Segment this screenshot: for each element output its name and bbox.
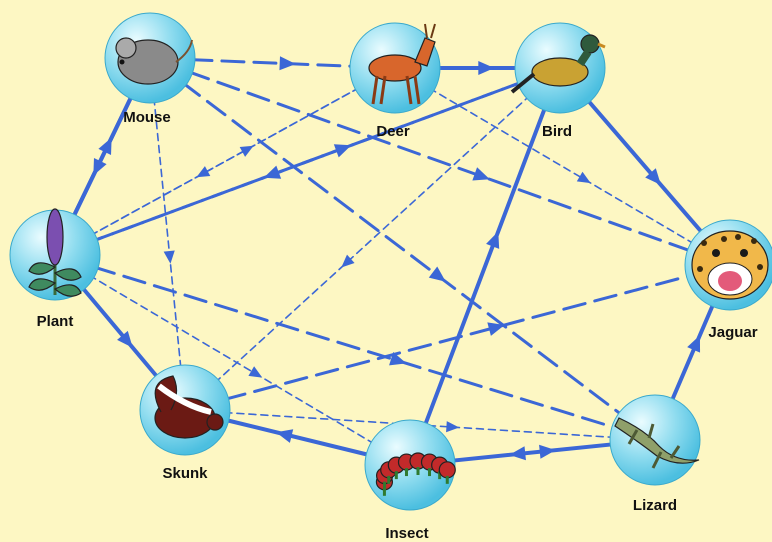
arrowhead <box>472 167 489 180</box>
arrowhead <box>248 366 262 377</box>
arrowhead <box>486 231 499 248</box>
edge-plant-to-skunk <box>81 286 160 380</box>
node-insect: Insect <box>365 420 455 542</box>
edge-mouse-to-skunk <box>154 98 181 370</box>
arrowhead <box>196 166 210 177</box>
node-skunk: Skunk <box>140 365 230 482</box>
arrowhead <box>478 61 494 75</box>
edge-bird-to-jaguar <box>586 98 704 234</box>
node-label-mouse: Mouse <box>123 109 171 126</box>
node-label-insect: Insect <box>385 525 428 542</box>
arrowhead <box>279 56 295 70</box>
node-label-plant: Plant <box>37 313 74 330</box>
arrowhead <box>446 421 459 432</box>
arrowhead <box>429 266 446 281</box>
node-label-skunk: Skunk <box>162 465 208 482</box>
node-bird: Bird <box>512 23 605 140</box>
node-plant: Plant <box>10 209 100 330</box>
edge-mouse-to-deer <box>190 56 355 70</box>
node-label-bird: Bird <box>542 123 572 140</box>
arrowhead <box>164 250 175 263</box>
jaguar-icon <box>692 231 768 299</box>
node-bubble <box>610 395 700 485</box>
edge-insect-to-skunk <box>224 419 371 455</box>
node-label-jaguar: Jaguar <box>708 324 757 341</box>
edge-deer-to-bird <box>435 61 520 75</box>
node-jaguar: Jaguar <box>685 220 772 341</box>
edge-insect-to-bird <box>424 105 546 427</box>
arrowhead <box>577 172 591 183</box>
node-deer: Deer <box>350 23 440 140</box>
node-lizard: Lizard <box>610 395 700 514</box>
node-mouse: Mouse <box>105 13 195 126</box>
arrowhead <box>264 166 281 179</box>
edge-lizard-to-jaguar <box>671 302 714 403</box>
node-label-deer: Deer <box>376 123 410 140</box>
node-label-lizard: Lizard <box>633 497 677 514</box>
edge-mouse-to-jaguar <box>188 71 693 251</box>
